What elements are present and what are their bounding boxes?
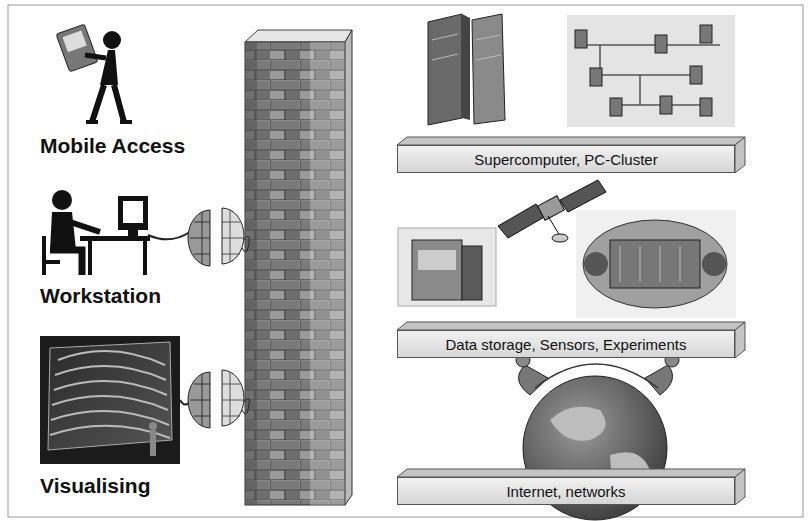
layer-slab: Data storage, Sensors, Experiments <box>397 330 735 358</box>
visualisation-image <box>40 336 180 464</box>
slab-label: Supercomputer, PC-Cluster <box>474 151 657 168</box>
layer-slab: Supercomputer, PC-Cluster <box>397 145 735 173</box>
slab-label: Data storage, Sensors, Experiments <box>446 336 687 353</box>
supercomputer-image <box>428 14 505 125</box>
brick-wall <box>245 30 352 505</box>
slab-label: Internet, networks <box>506 483 625 500</box>
layer-slab: Internet, networks <box>397 477 735 505</box>
access-label: Mobile Access <box>40 134 185 158</box>
detector-image <box>576 210 736 318</box>
access-label: Workstation <box>40 284 161 308</box>
data-storage-image <box>398 228 496 306</box>
access-label: Visualising <box>40 474 151 498</box>
network-plugs <box>148 208 249 428</box>
mobile-user-icon <box>56 24 132 122</box>
frame <box>8 5 803 517</box>
slab-bevels <box>397 137 745 505</box>
workstation-icon <box>44 190 150 275</box>
pc-cluster-image <box>567 15 735 127</box>
